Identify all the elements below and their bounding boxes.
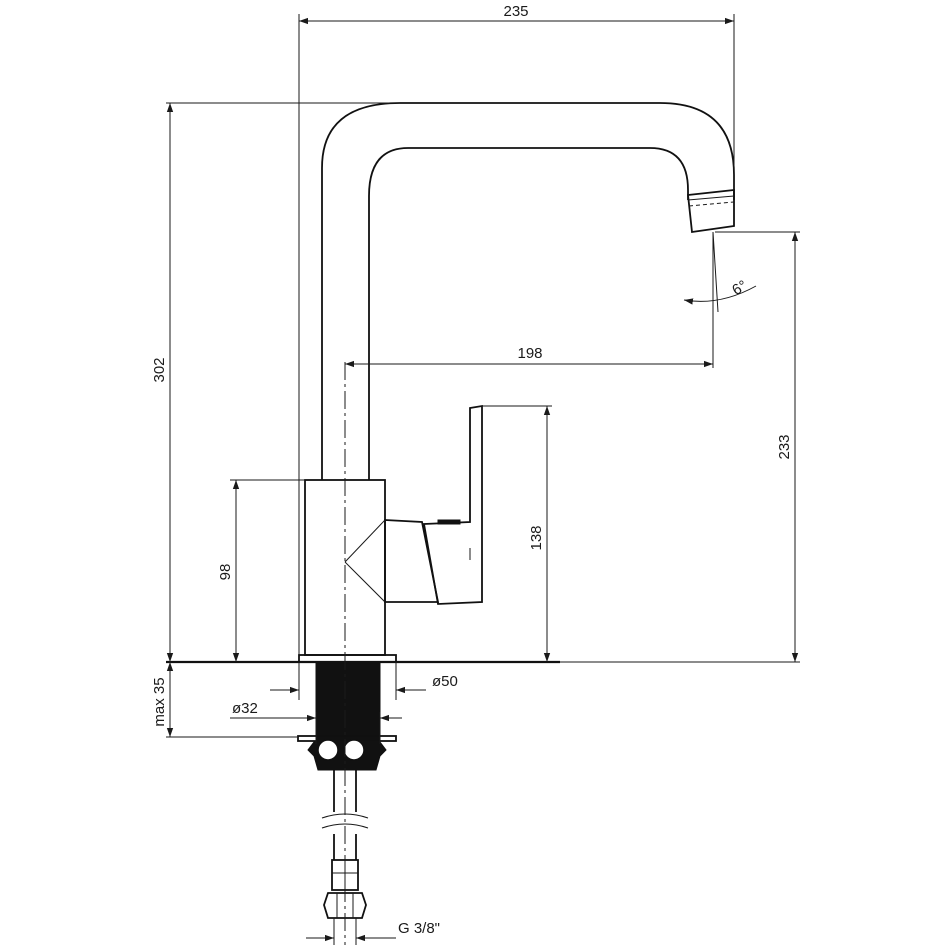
threaded-shank	[315, 661, 381, 745]
reference-lines	[166, 14, 800, 945]
spout-angle-line	[712, 231, 719, 313]
lever-pivot	[437, 519, 461, 525]
label-spout-reach: 198	[517, 345, 542, 362]
label-body-height: 98	[217, 564, 234, 581]
mounting-washer	[297, 735, 397, 742]
label-connection-thread: G 3/8"	[398, 920, 440, 937]
spout-nozzle	[687, 188, 735, 234]
nozzle-line	[687, 195, 735, 201]
label-spout-angle: 6°	[729, 277, 750, 299]
label-shank-diameter: ø32	[232, 700, 258, 717]
lever-handle	[422, 404, 483, 605]
nut-face-left	[317, 739, 339, 761]
spout-outer-contour	[321, 102, 735, 480]
dimension-lines	[166, 17, 799, 942]
body-chamfer-top	[344, 519, 386, 563]
hose-break-bottom	[321, 823, 369, 829]
dim-arc-6deg	[683, 285, 757, 305]
dimension-labels: 235 302 198 233 138 98 max 35 ø50 ø32 G …	[151, 3, 793, 937]
spout-inner-contour	[368, 147, 689, 480]
label-lever-height: 138	[528, 525, 545, 550]
faucet-outline	[297, 102, 735, 919]
label-max-deck-thickness: max 35	[151, 677, 168, 726]
hex-connector	[323, 892, 367, 919]
label-spout-height: 233	[776, 434, 793, 459]
label-overall-height: 302	[151, 357, 168, 382]
aerator-line	[688, 201, 735, 207]
body-chamfer-bottom	[344, 561, 386, 603]
nut-face-right	[343, 739, 365, 761]
label-overall-width: 235	[503, 3, 528, 20]
label-base-diameter: ø50	[432, 673, 458, 690]
